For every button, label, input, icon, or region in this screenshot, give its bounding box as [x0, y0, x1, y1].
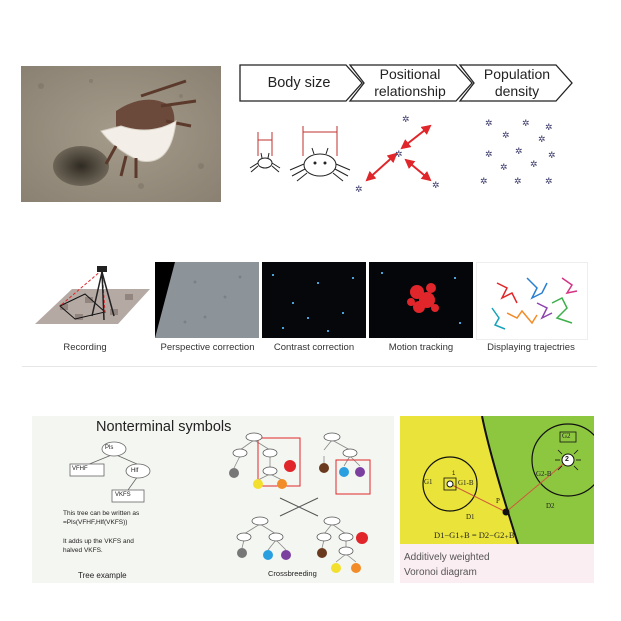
tree-node-root [101, 441, 127, 457]
crab-mini-icon: ✲ [432, 180, 440, 190]
label-body-size: Body size [267, 75, 331, 91]
label-d1: D1 [466, 513, 475, 521]
voronoi-caption-2: Voronoi diagram [404, 567, 477, 578]
crab-claw [100, 120, 177, 162]
svg-text:✲: ✲ [548, 150, 556, 160]
crab-photo-illustration [21, 66, 221, 202]
perspective-image [155, 262, 259, 338]
svg-text:✲: ✲ [502, 130, 510, 140]
crab-photo [21, 66, 221, 202]
label-one: 1 [452, 471, 456, 477]
body-size-diagram [249, 126, 351, 182]
label-p: P [496, 497, 500, 505]
step-trajectories: Displaying trajectries [487, 342, 575, 353]
crab-mini-icon: ✲ [395, 149, 403, 159]
point-p [502, 508, 510, 516]
arrow-population [458, 64, 573, 102]
tree-example-caption: Tree example [78, 571, 127, 580]
label-g1b: G1-B [458, 479, 474, 487]
svg-text:✲: ✲ [545, 122, 553, 132]
svg-text:✲: ✲ [545, 176, 553, 186]
svg-text:✲: ✲ [515, 146, 523, 156]
label-g2b: G2-B [536, 470, 552, 478]
population-density-diagram: ✲✲✲ ✲✲ ✲✲✲ ✲✲ ✲✲✲ [480, 118, 556, 186]
tree-text-4: halved VKFS. [63, 547, 103, 554]
tree-node-vkfs [111, 489, 145, 503]
node-vfhf-label: VFHF [72, 466, 88, 472]
tree-explanation-2: It adds up the VKFS and halved VKFS. [63, 537, 134, 555]
motion-image [369, 262, 473, 338]
contrast-image [262, 262, 366, 338]
label-g1: G1 [424, 478, 433, 486]
arrow-body-size [239, 64, 363, 102]
label-population: Population density [483, 66, 551, 99]
tree-text-2: =Pls(VFHF,Hlf(VKFS)) [63, 519, 128, 526]
node-vkfs-label: VKFS [115, 492, 131, 498]
node-root-label: Pls [105, 445, 114, 451]
svg-text:✲: ✲ [522, 118, 530, 128]
crab-body [100, 79, 197, 178]
tree-node-hlf [125, 463, 151, 479]
label-two: 2 [565, 456, 569, 463]
svg-text:✲: ✲ [500, 162, 508, 172]
tree-panel [32, 416, 394, 583]
step-perspective: Perspective correction [160, 342, 255, 353]
small-crab-icon [249, 152, 281, 173]
recording-illustration [35, 266, 150, 324]
tree-title: Nonterminal symbols [96, 419, 232, 435]
arrow-positional [348, 64, 473, 102]
svg-text:✲: ✲ [480, 176, 488, 186]
trajectory-image [476, 262, 588, 340]
label-positional: Positional relationship [374, 66, 446, 99]
positional-diagram: ✲ ✲ ✲ ✲ [355, 114, 440, 194]
measurement-arrows [239, 64, 573, 102]
voronoi-yellow-region [400, 416, 518, 544]
large-crab-icon [289, 147, 351, 182]
tree-node-vfhf [69, 463, 105, 477]
tree-text-3: It adds up the VKFS and [63, 538, 134, 545]
step-motion: Motion tracking [388, 342, 454, 353]
tree-text-1: This tree can be written as [63, 510, 140, 517]
voronoi-caption: Additively weighted Voronoi diagram [404, 550, 490, 580]
svg-text:✲: ✲ [538, 134, 546, 144]
svg-text:✲: ✲ [485, 149, 493, 159]
node-hlf-label: Hlf [131, 468, 139, 474]
svg-text:✲: ✲ [514, 176, 522, 186]
tree-diagram [69, 432, 371, 573]
label-d2: D2 [546, 502, 555, 510]
voronoi-caption-1: Additively weighted [404, 552, 490, 563]
burrow-hole [53, 146, 109, 186]
step-recording: Recording [63, 342, 107, 353]
highlight-box [335, 459, 371, 495]
voronoi-equation: D1−G1₊B = D2−G2₊B [434, 530, 515, 540]
leaf-nodes [229, 460, 368, 573]
pipeline-panel [22, 254, 597, 367]
tree-explanation: This tree can be written as =Pls(VFHF,Hl… [63, 509, 139, 527]
crossbreeding-caption: Crossbreeding [268, 569, 317, 578]
crab-mini-icon: ✲ [355, 184, 363, 194]
step-contrast: Contrast correction [273, 342, 355, 353]
voronoi-diagram [400, 416, 594, 544]
label-g2: G2 [562, 432, 571, 440]
svg-text:✲: ✲ [530, 159, 538, 169]
camera-icon [97, 266, 107, 272]
svg-text:✲: ✲ [485, 118, 493, 128]
crab-mini-icon: ✲ [402, 114, 410, 124]
